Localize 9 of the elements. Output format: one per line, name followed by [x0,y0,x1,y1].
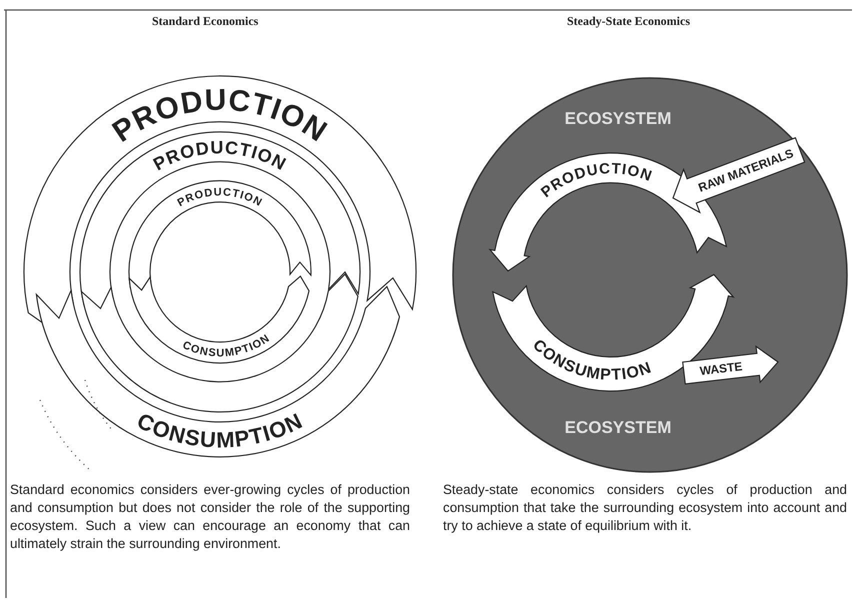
arrow-label: WASTE [699,359,744,378]
caption-paragraph: Steady-state economics considers cycles of production and consumption that take the surrounding ecosystem into account and try to achieve a state of equilibrium with it. [443,481,847,535]
panel-title: Steady-State Economics [567,14,690,29]
arrow-label: PRODUCTION [150,137,290,174]
arrow-label: CONSUMPTION [133,408,307,453]
region-label: ECOSYSTEM [564,109,672,128]
region-label: ECOSYSTEM [564,418,672,437]
panel-title: Standard Economics [152,14,258,29]
caption-paragraph: Standard economics considers ever-growing cycles of production and consumption but does not consider the role of the supporting ecosystem. Such a view can encourage an economy that can ultimately strain the surrounding environment. [10,481,410,553]
